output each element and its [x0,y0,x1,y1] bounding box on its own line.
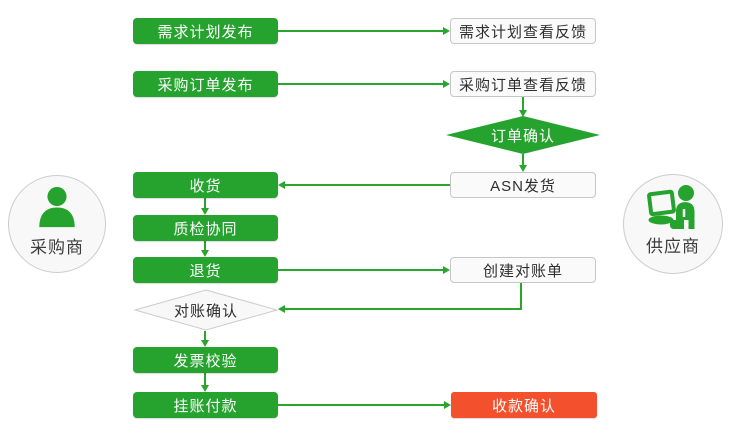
node-return-goods: 退货 [133,257,278,283]
arrow-asn-to-receive [278,181,450,189]
node-label: 质检协同 [173,220,238,238]
node-asn-ship: ASN发货 [450,172,596,198]
node-receipt-confirm: 收款确认 [451,392,597,418]
buyer-label: 采购商 [30,238,84,257]
arrow-reconcile-to-invoice [201,331,209,347]
node-invoice-verify: 发票校验 [133,347,278,373]
node-po-publish: 采购订单发布 [133,71,278,97]
buyer-actor: 采购商 [8,175,106,273]
node-demand-plan-publish: 需求计划发布 [133,18,278,44]
arrow-payment-to-receipt [278,401,451,409]
node-label: 需求计划发布 [157,23,254,41]
node-demand-plan-feedback: 需求计划查看反馈 [450,18,596,44]
person-laptop-icon [646,184,700,230]
node-po-feedback: 采购订单查看反馈 [450,71,596,97]
arrow-quality-to-return [201,241,209,257]
diamond-shape [446,116,600,154]
node-label: 采购订单发布 [157,76,254,94]
node-label: 发票校验 [173,352,238,370]
node-label: 订单确认 [490,127,555,145]
person-icon [34,185,80,231]
arrow-receive-to-quality [201,198,209,215]
arrow-return-to-statement [278,266,450,274]
node-book-payment: 挂账付款 [133,392,278,418]
node-receive: 收货 [133,172,278,198]
supplier-actor: 供应商 [623,174,723,274]
node-label: ASN发货 [490,177,556,195]
node-label: 创建对账单 [482,262,563,280]
supplier-label: 供应商 [646,237,700,256]
diamond-shape [134,289,278,331]
node-create-statement: 创建对账单 [450,257,596,283]
arrow-statement-to-reconcile [278,283,522,313]
node-label: 对账确认 [173,302,238,320]
node-label: 挂账付款 [173,397,238,415]
node-reconcile-confirm: 对账确认 [134,289,278,331]
node-label: 采购订单查看反馈 [458,76,587,94]
arrow-demand-plan [278,27,450,35]
arrow-po-feedback-to-confirm [519,97,527,117]
node-label: 需求计划查看反馈 [458,23,587,41]
arrow-confirm-to-asn [519,154,527,172]
node-quality-collab: 质检协同 [133,215,278,241]
node-label: 收货 [189,177,222,195]
node-label: 退货 [189,262,222,280]
arrow-po [278,80,450,88]
arrow-invoice-to-payment [201,373,209,392]
node-order-confirm: 订单确认 [446,116,600,154]
node-label: 收款确认 [491,397,556,415]
